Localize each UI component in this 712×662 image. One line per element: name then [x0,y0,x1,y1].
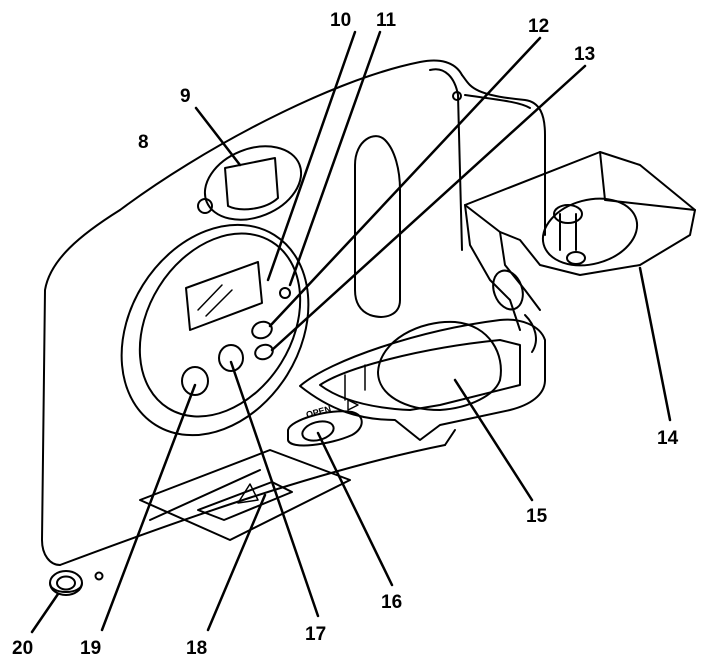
battery-compartment-inner [319,339,521,411]
battery-contact-top [553,204,583,224]
leader-line-16 [316,431,394,587]
battery-cavity [377,320,502,411]
battery-door-recess [541,197,639,267]
callout-18: 18 [186,638,207,657]
button-19 [181,366,209,396]
battery-compartment-rim [299,318,546,441]
battery-door-panel [464,151,696,276]
battery-compartment [299,318,546,441]
open-arrow-icon [347,399,359,411]
body-screw-top [452,91,462,101]
leader-line-13 [270,64,587,352]
connector-cover [139,449,351,541]
leader-line-15 [453,378,534,502]
connector-cover-plate [139,449,351,541]
leader-line-9 [194,106,242,167]
body-right-crease [464,94,531,109]
open-label: OPEN [305,404,332,420]
tripod-socket [49,570,83,596]
leader-line-14 [638,266,672,422]
battery-door [464,151,696,353]
leader-line-17 [229,360,320,618]
open-slider: OPEN [287,399,363,447]
callout-11: 11 [376,10,397,31]
body-right-edge [461,74,546,236]
callout-17: 17 [305,624,326,645]
leader-line-19 [100,383,197,632]
connector-cover-label [197,481,293,521]
body-screw-bottom [94,571,104,581]
leader-line-10 [266,30,357,282]
callout-9: 9 [180,86,191,107]
leader-line-18 [206,493,267,632]
leader-line-20 [30,592,60,634]
warning-triangle-icon [237,483,259,504]
open-slider-knob [301,420,335,442]
status-lcd [185,261,263,331]
body-top-inner-edge [429,68,463,251]
callout-14: 14 [657,428,679,449]
rear-panel [120,223,310,437]
body-corner-step [444,429,456,446]
battery-door-hinge-knuckle [492,269,524,311]
camera-body [41,59,546,581]
rear-panel-inner [138,232,302,418]
lower-buttons [181,344,244,396]
callout-20: 20 [12,638,33,657]
status-lcd-frame [185,261,263,331]
body-bottom-edge [59,444,446,566]
callout-8: 8 [138,132,149,153]
callout-19: 19 [80,638,101,657]
viewfinder [197,145,303,221]
button-12 [251,320,273,340]
battery-contact-post [559,213,577,251]
button-13 [254,343,274,361]
callout-15: 15 [526,506,548,527]
battery-door-edge [599,151,696,211]
tripod-socket-rim [49,582,83,593]
body-left-edge [41,209,121,566]
battery-contact-tip [566,251,586,265]
callout-10: 10 [330,10,351,31]
leader-line-11 [288,30,382,287]
callout-12: 12 [528,16,549,37]
battery-door-latch [524,314,537,353]
battery-rib [344,364,366,401]
callout-13: 13 [574,44,595,65]
viewfinder-housing [203,145,303,221]
small-indicator-lamp [279,287,291,299]
viewfinder-window [224,157,279,211]
open-slider-recess [287,410,363,447]
button-17 [218,344,244,372]
leader-lines [30,30,672,634]
leader-line-12 [268,36,542,328]
status-lcd-reflection [197,284,233,317]
battery-door-hinge-left [464,204,521,331]
callout-16: 16 [381,592,402,613]
tripod-socket-inner [56,575,76,591]
battery-door-hinge-right [499,231,541,311]
grip-slot [354,135,401,318]
callout-numbers: 8 9 10 11 12 13 14 15 16 17 18 19 20 [12,10,679,659]
indicator-lamp [197,198,213,214]
rear-panel-outer [120,223,310,437]
body-top-edge [119,59,463,211]
